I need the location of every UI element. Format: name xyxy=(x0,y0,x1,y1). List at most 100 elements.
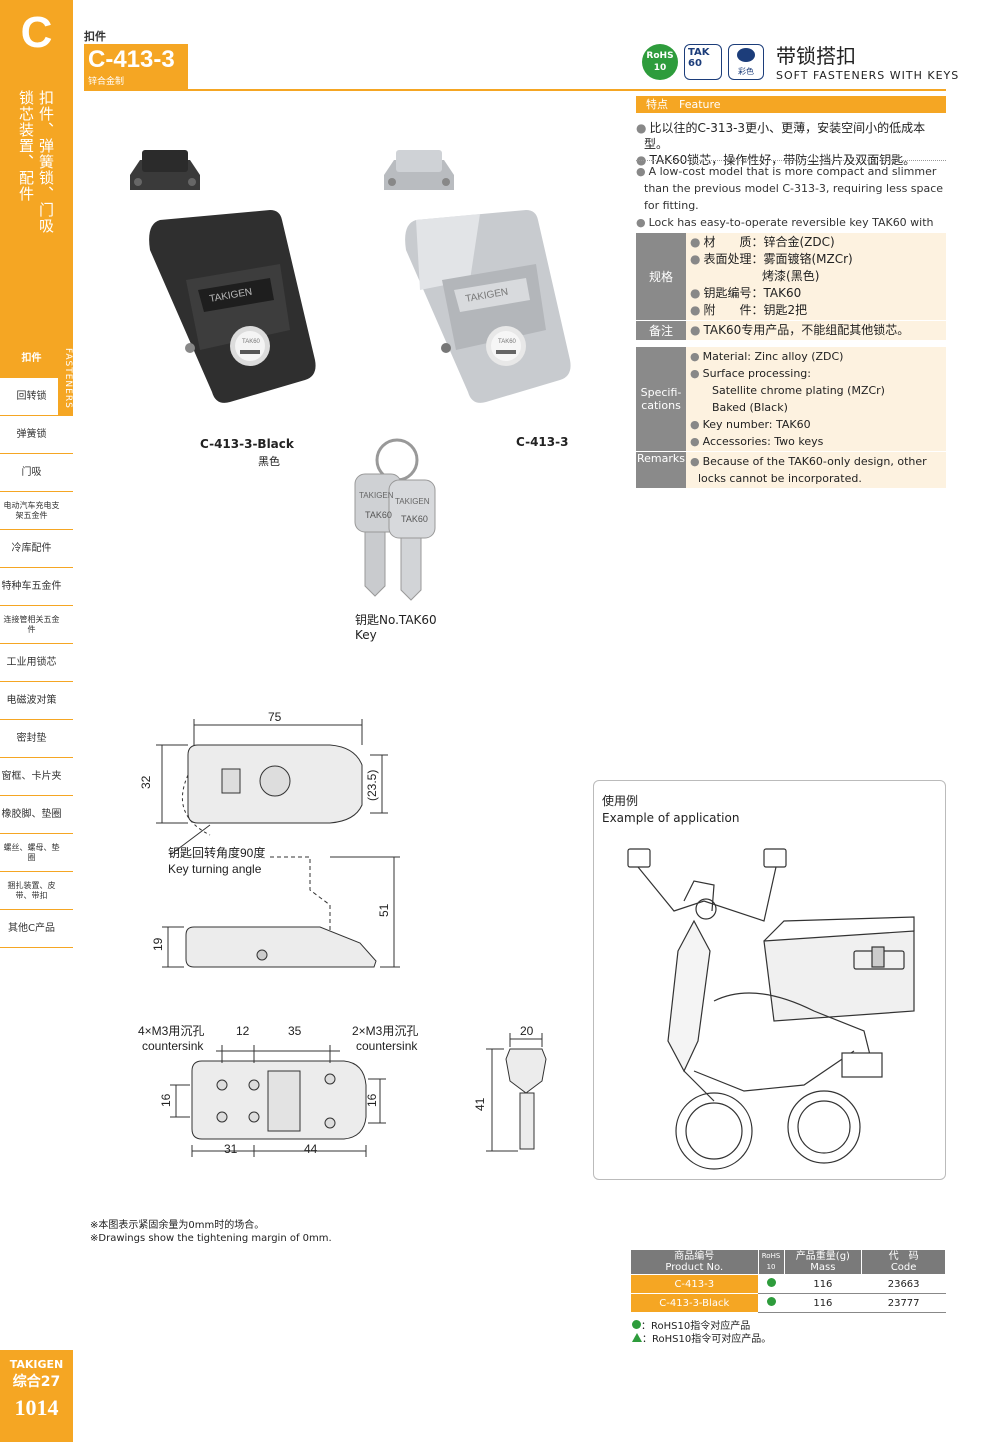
section-vertical-title: 扣件、弹簧锁、门吸 xyxy=(37,90,55,234)
sidebar-header: C 扣件、弹簧锁、门吸 锁芯装置、配件 xyxy=(0,0,73,340)
sidebar-item-emi[interactable]: 电磁波对策 xyxy=(0,682,73,720)
spec-label: Specifi-cations xyxy=(636,347,686,452)
remark-label: Remarks xyxy=(636,451,686,488)
page-title: 带锁搭扣 xyxy=(776,44,856,68)
rohs-cell xyxy=(758,1274,785,1294)
sidebar-nav: 扣件 回转锁 弹簧锁 门吸 电动汽车充电支架五金件 冷库配件 特种车五金件 连接… xyxy=(0,340,73,948)
application-panel: 使用例 Example of application xyxy=(593,780,946,1180)
palette-icon: 彩色 xyxy=(728,44,764,80)
dim-35: 35 xyxy=(288,1024,302,1038)
sidebar-item-industrial-cylinder[interactable]: 工业用锁芯 xyxy=(0,644,73,682)
rohs-compliant-icon xyxy=(766,1278,776,1287)
section-letter: C xyxy=(20,8,53,57)
dim-51: 51 xyxy=(377,903,391,917)
rohs-icon: RoHS 10 xyxy=(642,44,678,80)
sidebar-item-rotary-lock[interactable]: 回转锁 xyxy=(0,378,73,416)
feature-item: ●比以往的C-313-3更小、更薄，安装空间小的低成本型。 xyxy=(636,121,926,151)
triangle-icon xyxy=(632,1333,642,1342)
brand-mark: TAKIGEN xyxy=(359,491,394,500)
dim-44: 44 xyxy=(304,1142,318,1156)
dim-75: 75 xyxy=(268,710,282,724)
hole4-en: countersink xyxy=(142,1039,204,1053)
sidebar: C 扣件、弹簧锁、门吸 锁芯装置、配件 扣件 回转锁 弹簧锁 门吸 电动汽车充电… xyxy=(0,0,73,1442)
sidebar-item-special-vehicle[interactable]: 特种车五金件 xyxy=(0,568,73,606)
dim-19: 19 xyxy=(151,937,165,951)
note-en: ※Drawings show the tightening margin of … xyxy=(90,1233,332,1244)
sidebar-item-pipe-hardware[interactable]: 连接管相关五金件 xyxy=(0,606,73,644)
cylinder-stamp: TAK60 xyxy=(242,339,261,345)
sidebar-item-screws[interactable]: 螺丝、螺母、垫圈 xyxy=(0,834,73,872)
key-label-cn: 钥匙No.TAK60 xyxy=(355,613,437,627)
model-material: 锌合金制 xyxy=(88,77,125,87)
product-number: C-413-3 xyxy=(630,1274,759,1294)
dim-23-5: (23.5) xyxy=(365,770,379,801)
sidebar-item-door-stop[interactable]: 门吸 xyxy=(0,454,73,492)
table-row: C-413-3-Black 116 23777 xyxy=(630,1293,946,1313)
col-rohs: RoHS 10 xyxy=(757,1249,785,1275)
spec-label: 规格 xyxy=(636,233,686,321)
page-footer: TAKIGEN 综合27 1014 xyxy=(0,1350,73,1442)
sidebar-item-cold-storage[interactable]: 冷库配件 xyxy=(0,530,73,568)
black-color-label: 黑色 xyxy=(258,455,280,468)
fasteners-tab: FASTENERS xyxy=(58,340,73,416)
hole4-cn: 4×M3用沉孔 xyxy=(138,1024,204,1038)
header-rule xyxy=(84,89,946,91)
black-model-label: C-413-3-Black xyxy=(200,437,294,451)
application-title: 使用例 Example of application xyxy=(602,794,740,825)
col-mass: 产品重量(g)Mass xyxy=(783,1249,863,1275)
section-vertical-subtitle: 锁芯装置、配件 xyxy=(17,90,35,202)
dimension-drawing: 75 32 (23.5) 钥匙回转角度90度 Key turning angle… xyxy=(138,710,547,1157)
chrome-model-label: C-413-3 xyxy=(516,435,569,449)
hole2-cn: 2×M3用沉孔 xyxy=(352,1024,418,1038)
rohs-compliant-icon xyxy=(766,1297,776,1306)
dim-41: 41 xyxy=(473,1097,487,1111)
chrome-fastener-image: TAKIGEN TAK60 xyxy=(384,150,571,403)
remark-value: ●Because of the TAK60-only design, other… xyxy=(686,451,946,488)
remark-label: 备注 xyxy=(636,320,686,340)
catalog-section: 综合27 xyxy=(12,1374,61,1390)
code-cell: 23663 xyxy=(861,1274,946,1294)
hole2-en: countersink xyxy=(356,1039,418,1053)
spec-values: ●材 质：锌合金(ZDC) ●表面处理：雾面镀铬(MZCr) 烤漆(黑色) ●钥… xyxy=(686,233,946,321)
rohs-cell xyxy=(758,1293,785,1313)
model-box: C-413-3 锌合金制 xyxy=(84,44,188,90)
brand-mark: TAKIGEN xyxy=(395,497,430,506)
dim-12: 12 xyxy=(236,1024,250,1038)
sidebar-item-binding[interactable]: 捆扎装置、皮带、带扣 xyxy=(0,872,73,910)
sidebar-item-gasket[interactable]: 密封垫 xyxy=(0,720,73,758)
dim-16-right: 16 xyxy=(365,1093,379,1107)
scooter-illustration xyxy=(627,848,915,1170)
sidebar-item-rubber-feet[interactable]: 橡胶脚、垫圈 xyxy=(0,796,73,834)
dim-32: 32 xyxy=(139,775,153,789)
cylinder-stamp: TAK60 xyxy=(498,339,517,345)
page-number: 1014 xyxy=(14,1395,59,1420)
mass-cell: 116 xyxy=(784,1293,862,1313)
key-angle-en: Key turning angle xyxy=(168,862,262,876)
key-label-en: Key xyxy=(355,628,377,642)
rohs-legend: ：RoHS10指令对应产品 ：RoHS10指令可对应产品。 xyxy=(632,1320,771,1346)
product-number: C-413-3-Black xyxy=(630,1293,759,1313)
category-label: 扣件 xyxy=(84,30,106,43)
remark-value: ●TAK60专用产品，不能组配其他锁芯。 xyxy=(686,320,946,340)
table-row: C-413-3 116 23663 xyxy=(630,1274,946,1294)
sidebar-item-ev-charger[interactable]: 电动汽车充电支架五金件 xyxy=(0,492,73,530)
sidebar-item-window-frame[interactable]: 窗框、卡片夹 xyxy=(0,758,73,796)
feature-list-en: ●A low-cost model that is more compact a… xyxy=(636,160,946,248)
dim-20: 20 xyxy=(520,1024,534,1038)
sidebar-item-spring-lock[interactable]: 弹簧锁 xyxy=(0,416,73,454)
key-stamp: TAK60 xyxy=(365,510,392,520)
dim-16-left: 16 xyxy=(159,1093,173,1107)
spec-table-en: Specifi-cations ●Material: Zinc alloy (Z… xyxy=(636,347,946,488)
key-angle-cn: 钥匙回转角度90度 xyxy=(168,845,265,860)
feature-item: ●A low-cost model that is more compact a… xyxy=(636,165,944,212)
circle-icon xyxy=(632,1320,641,1329)
sidebar-item-other[interactable]: 其他C产品 xyxy=(0,910,73,948)
key-stamp: TAK60 xyxy=(401,514,428,524)
black-fastener-image: TAKIGEN TAK60 xyxy=(130,150,316,403)
mass-cell: 116 xyxy=(784,1274,862,1294)
code-cell: 23777 xyxy=(861,1293,946,1313)
page-subtitle: SOFT FASTENERS WITH KEYS xyxy=(776,69,960,82)
feature-heading: 特点 Feature xyxy=(636,96,946,113)
